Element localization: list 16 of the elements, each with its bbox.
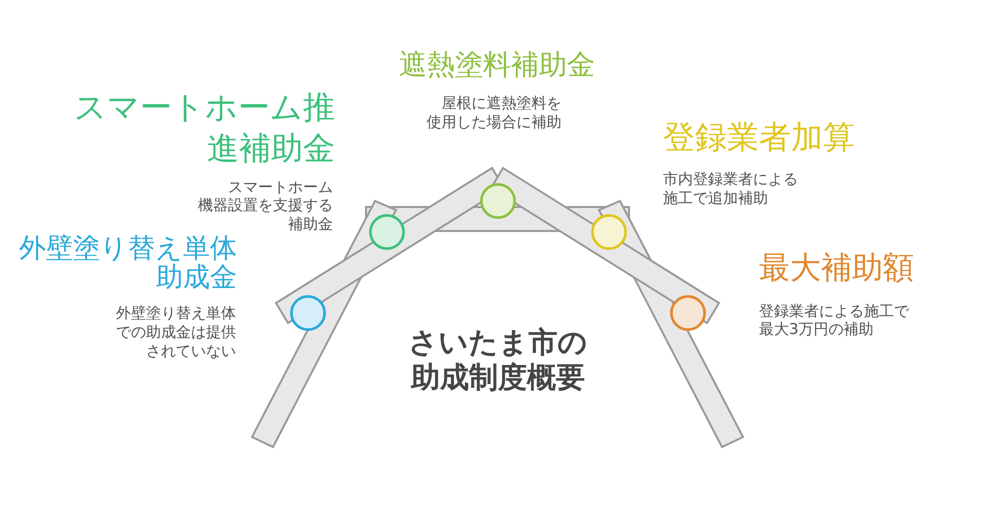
diagram-title: さいたま市の助成制度概要 <box>408 324 588 394</box>
circle-marker <box>480 183 516 219</box>
circle-marker <box>591 214 627 250</box>
description-text: 市内登録業者による施工で追加補助 <box>663 170 799 208</box>
section-heading: 遮熱塗料補助金 <box>398 50 596 80</box>
circle-marker <box>290 295 326 331</box>
section-heading: 最大補助額 <box>759 252 915 284</box>
circle-marker <box>369 214 405 250</box>
section-heading: 外壁塗り替え単体助成金 <box>18 234 237 292</box>
description-text: 屋根に遮熱塗料を使用した場合に補助 <box>426 94 562 132</box>
section-heading: スマートホーム推進補助金 <box>73 86 335 168</box>
description-text: 外壁塗り替え単体での助成金は提供されていない <box>115 304 236 360</box>
description-text: スマートホーム機器設置を支援する補助金 <box>197 178 333 233</box>
circle-marker <box>670 295 706 331</box>
description-text: 登録業者による施工で最大3万円の補助 <box>759 302 910 339</box>
section-heading: 登録業者加算 <box>663 120 856 154</box>
